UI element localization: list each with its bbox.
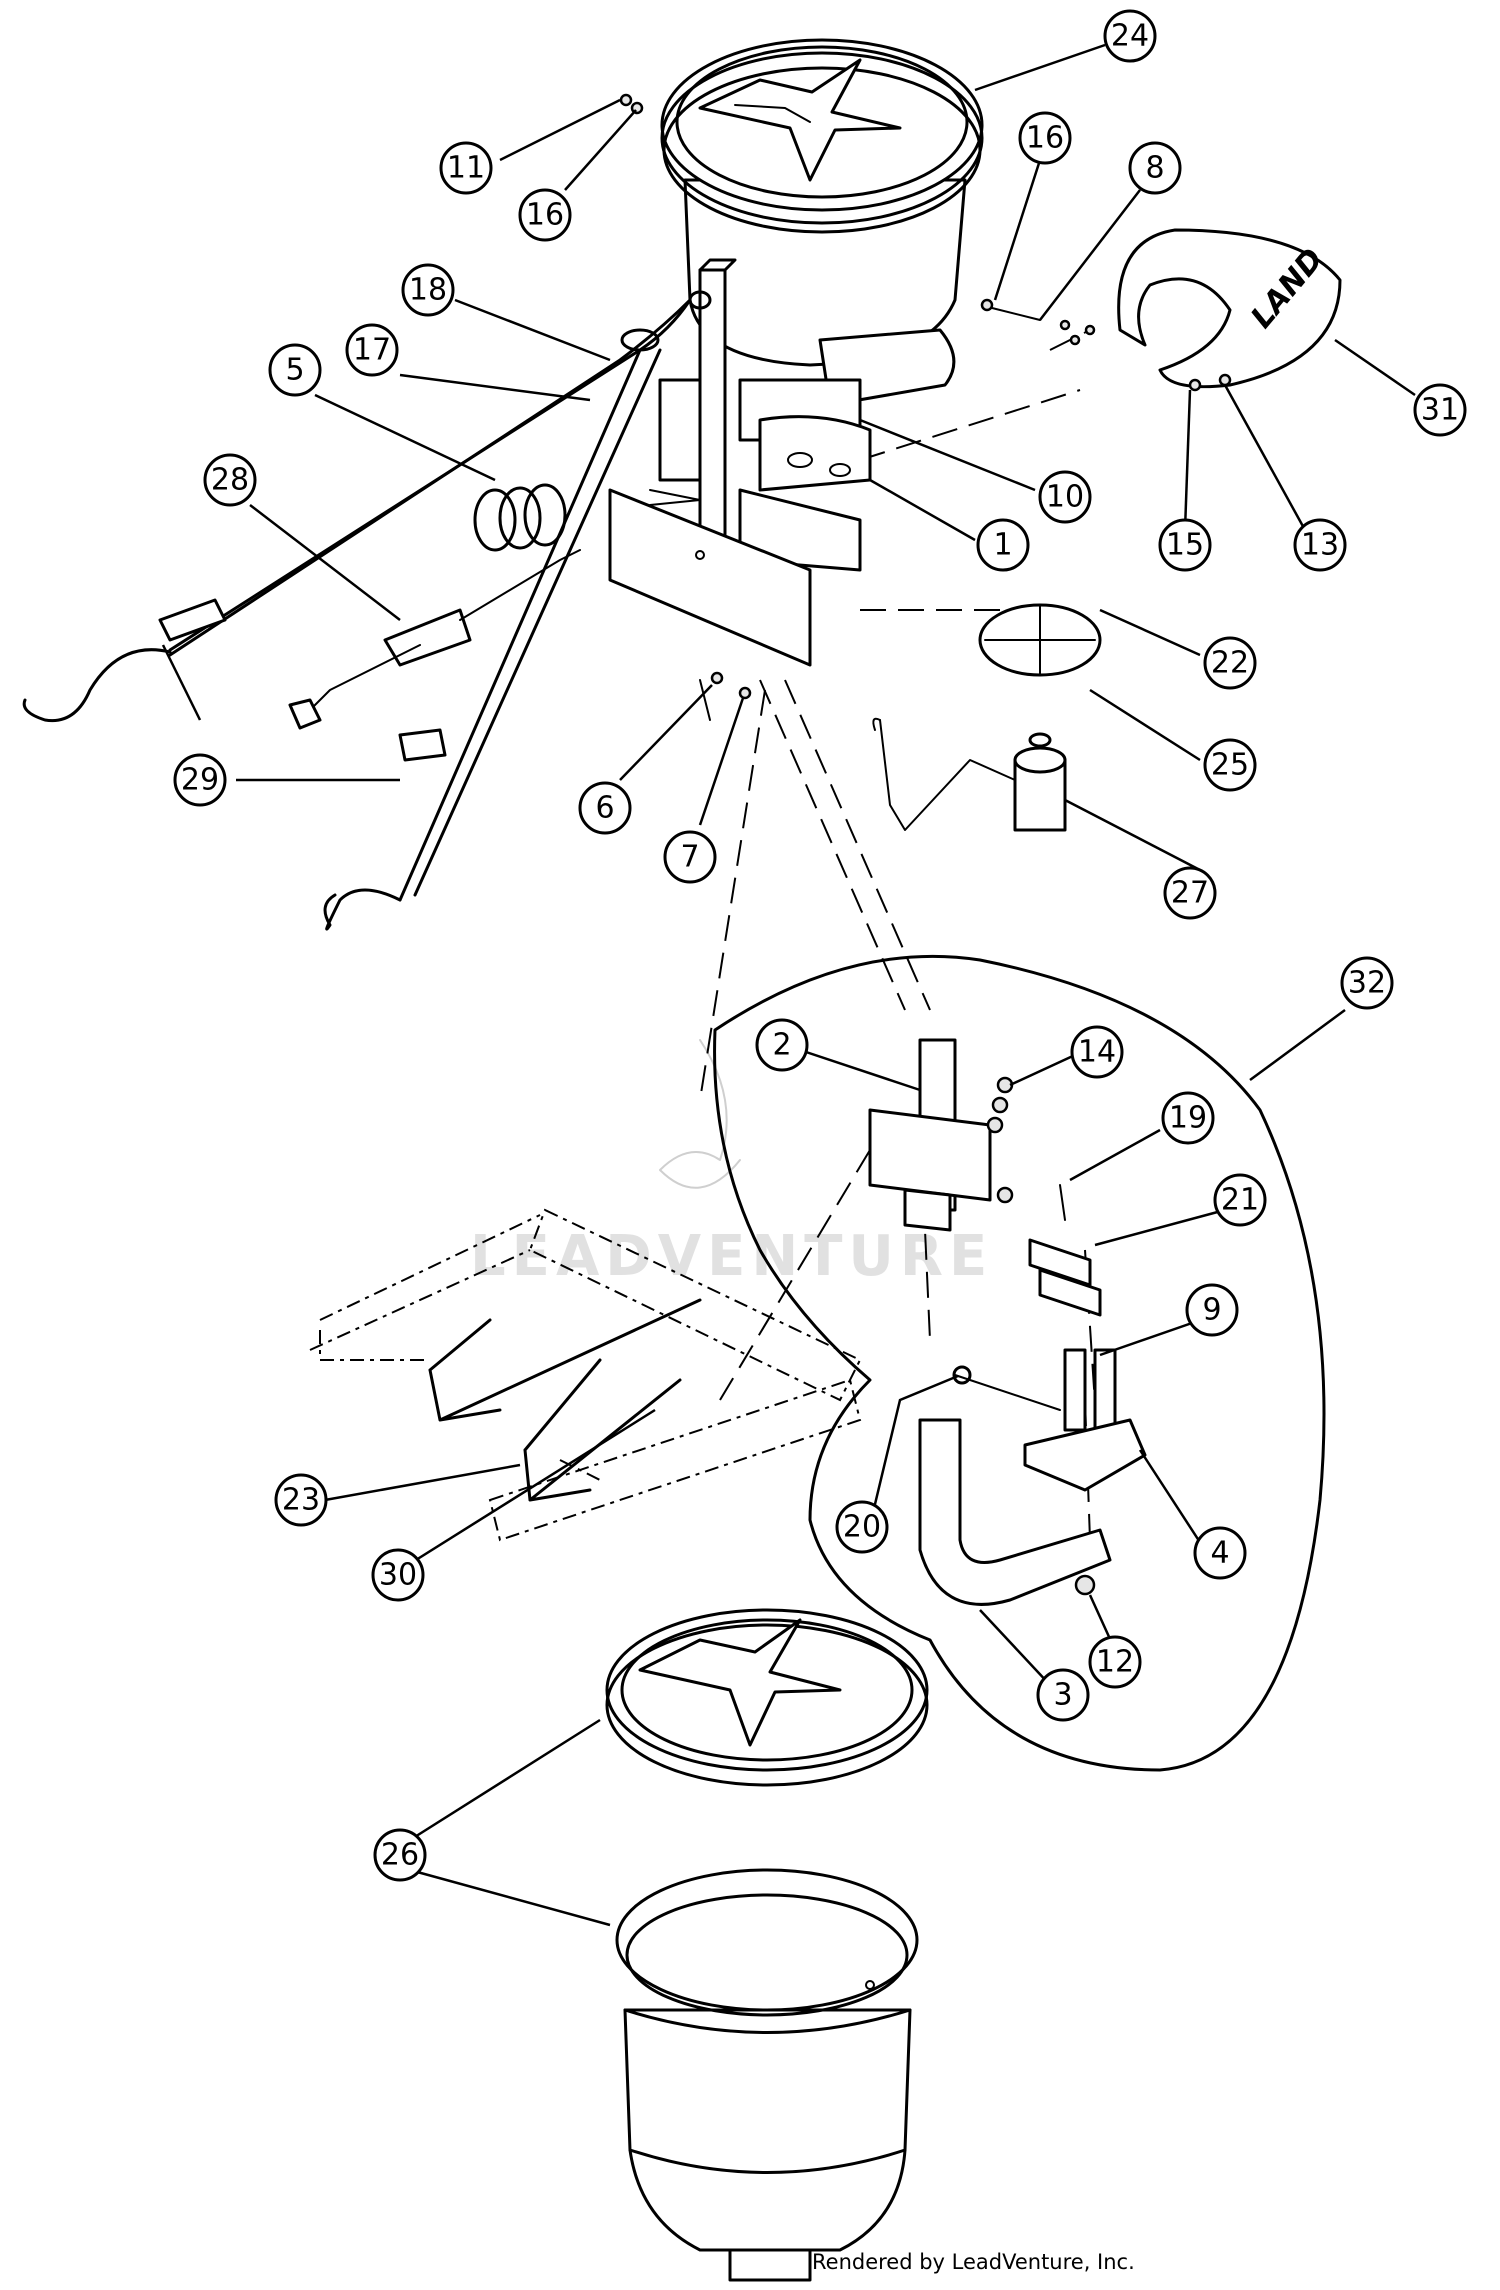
callout-30: 30 <box>371 1548 425 1602</box>
callout-27: 27 <box>1163 866 1217 920</box>
callout-1-label: 1 <box>993 528 1012 563</box>
callout-23-label: 23 <box>282 1483 320 1518</box>
callout-28-label: 28 <box>211 463 249 498</box>
callout-32: 32 <box>1340 956 1394 1010</box>
callout-22-label: 22 <box>1211 646 1249 681</box>
mount-parts <box>868 1038 1147 1606</box>
callout-28: 28 <box>203 453 257 507</box>
callout-12-label: 12 <box>1096 1645 1134 1680</box>
callout-7-label: 7 <box>680 840 699 875</box>
callout-10: 10 <box>1038 470 1092 524</box>
callout-25: 25 <box>1203 738 1257 792</box>
callout-14-label: 14 <box>1078 1035 1116 1070</box>
callout-24-label: 24 <box>1111 19 1149 54</box>
callout-9-label: 9 <box>1202 1293 1221 1328</box>
callout-29: 29 <box>173 753 227 807</box>
callout-3: 3 <box>1036 1668 1090 1722</box>
callout-3-label: 3 <box>1053 1678 1072 1713</box>
callout-25-label: 25 <box>1211 748 1249 783</box>
callout-2: 2 <box>755 1018 809 1072</box>
deflector-31: LAND <box>1117 228 1342 389</box>
callout-22: 22 <box>1203 636 1257 690</box>
leader-lines <box>161 43 1416 1927</box>
callout-6-label: 6 <box>595 791 614 826</box>
callout-18: 18 <box>401 263 455 317</box>
callout-10-label: 10 <box>1046 480 1084 515</box>
callout-8: 8 <box>1128 141 1182 195</box>
truck-frame <box>309 1208 862 1542</box>
callout-1: 1 <box>976 518 1030 572</box>
frame-assembly <box>608 258 872 667</box>
callout-20-label: 20 <box>843 1510 881 1545</box>
watermark: LEADVENTURE <box>470 1039 993 1289</box>
callout-17: 17 <box>345 323 399 377</box>
callout-16-right-label: 16 <box>1026 121 1064 156</box>
callout-8-label: 8 <box>1145 151 1164 186</box>
group-32-outline <box>713 954 1326 1772</box>
callout-9: 9 <box>1185 1283 1239 1337</box>
callout-4-label: 4 <box>1210 1536 1229 1571</box>
callout-21-label: 21 <box>1221 1183 1259 1218</box>
callout-21: 21 <box>1213 1173 1267 1227</box>
callout-27-label: 27 <box>1171 876 1209 911</box>
callout-13-label: 13 <box>1301 528 1339 563</box>
callout-13: 13 <box>1293 518 1347 572</box>
callout-4: 4 <box>1193 1526 1247 1580</box>
wire-harness <box>288 483 581 730</box>
callout-31-label: 31 <box>1421 393 1459 428</box>
callout-2-label: 2 <box>772 1028 791 1063</box>
watermark-text: LEADVENTURE <box>470 1224 993 1289</box>
hardware <box>619 93 1232 721</box>
callout-29-label: 29 <box>181 763 219 798</box>
callout-12: 12 <box>1088 1635 1142 1689</box>
callout-11-label: 11 <box>447 151 485 186</box>
callout-15-label: 15 <box>1166 528 1204 563</box>
callout-16-left-label: 16 <box>526 198 564 233</box>
callout-19-label: 19 <box>1169 1101 1207 1136</box>
callout-16-left: 16 <box>518 188 572 242</box>
callout-14: 14 <box>1070 1025 1124 1079</box>
callout-15: 15 <box>1158 518 1212 572</box>
callout-31: 31 <box>1413 383 1467 437</box>
callout-23: 23 <box>274 1473 328 1527</box>
callout-32-label: 32 <box>1348 966 1386 1001</box>
callout-24: 24 <box>1103 9 1157 63</box>
callout-5: 5 <box>268 343 322 397</box>
callout-16-right: 16 <box>1018 111 1072 165</box>
callout-19: 19 <box>1161 1091 1215 1145</box>
callout-11: 11 <box>439 141 493 195</box>
callout-30-label: 30 <box>379 1558 417 1593</box>
strap-assembly <box>22 290 712 931</box>
callout-5-label: 5 <box>285 353 304 388</box>
callout-18-label: 18 <box>409 273 447 308</box>
replacement-hopper-26 <box>605 1608 929 2282</box>
callout-26: 26 <box>373 1828 427 1882</box>
render-credit: Rendered by LeadVenture, Inc. <box>812 2250 1135 2274</box>
callout-6: 6 <box>578 781 632 835</box>
spinner-and-motor <box>872 603 1102 832</box>
callout-20: 20 <box>835 1500 889 1554</box>
callout-17-label: 17 <box>353 333 391 368</box>
callout-7: 7 <box>663 830 717 884</box>
callout-26-label: 26 <box>381 1838 419 1873</box>
